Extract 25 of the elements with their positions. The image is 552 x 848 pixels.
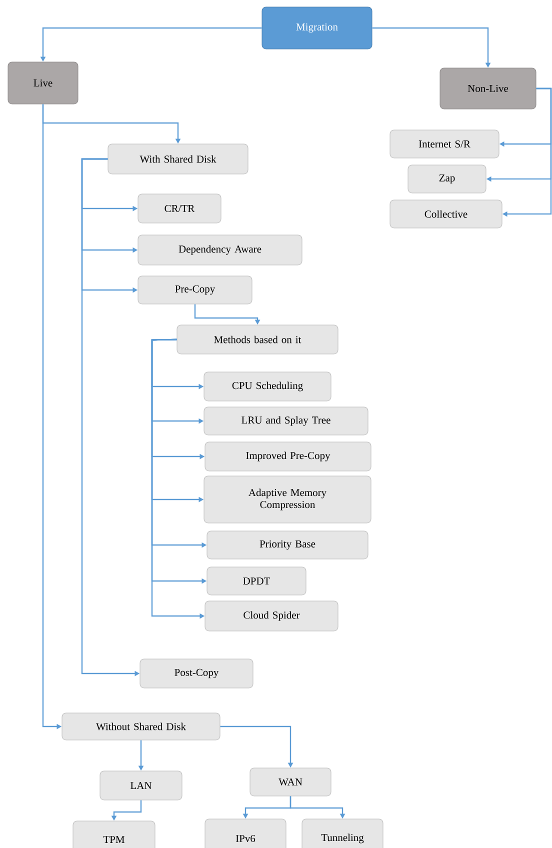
process-box: TPM — [72, 820, 156, 848]
process-box: LAN — [100, 770, 182, 800]
process-box: Collective — [390, 200, 502, 228]
category-box: Live — [8, 62, 78, 104]
root-box: Migration — [262, 6, 372, 50]
process-box: IPv6 — [204, 818, 286, 848]
process-box: Internet S/R — [390, 130, 500, 158]
process-box: Priority Base — [206, 530, 368, 560]
process-box: Adaptive Memory Compression — [204, 476, 372, 524]
process-box: With Shared Disk — [108, 144, 248, 174]
process-box: Improved Pre-Copy — [204, 442, 372, 472]
process-box: Post-Copy — [140, 658, 254, 688]
process-box: DPDT — [206, 566, 306, 596]
process-box: WAN — [250, 768, 332, 796]
process-box: CR/TR — [138, 194, 222, 224]
process-box: LRU and Splay Tree — [204, 406, 368, 436]
process-box: Dependency Aware — [138, 234, 302, 266]
process-box: Tunneling — [302, 818, 384, 848]
process-box: Cloud Spider — [204, 600, 338, 632]
process-box: Without Shared Disk — [62, 712, 220, 740]
category-box: Non-Live — [440, 68, 536, 110]
process-box: Pre-Copy — [138, 276, 252, 304]
process-box: Zap — [408, 164, 486, 194]
process-box: CPU Scheduling — [204, 372, 332, 402]
process-box: Methods based on it — [176, 324, 338, 354]
